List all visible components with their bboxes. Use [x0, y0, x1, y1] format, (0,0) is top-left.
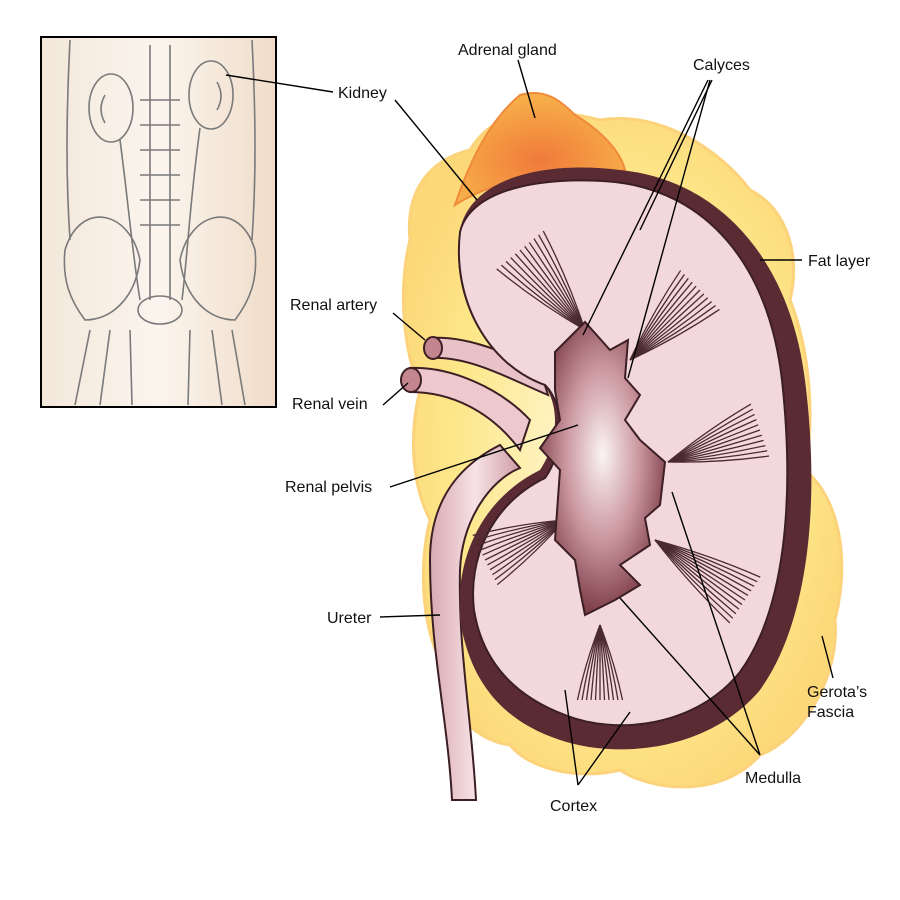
medulla-line: [629, 270, 682, 361]
ureter: [428, 443, 522, 801]
leader-calyces-1: [582, 79, 709, 336]
medulla-line: [514, 253, 586, 331]
label-kidney: Kidney: [338, 85, 387, 102]
renal-artery: [431, 336, 550, 397]
leader-adrenal: [517, 59, 536, 119]
medulla-line: [524, 245, 586, 331]
medulla-line: [629, 281, 693, 361]
leader-cortex-2: [577, 711, 631, 786]
medulla-line: [542, 230, 586, 331]
medulla-line: [667, 413, 755, 463]
medulla-line: [667, 419, 757, 463]
medulla-line: [654, 539, 746, 601]
medulla-line: [667, 429, 761, 463]
medulla-line: [510, 257, 586, 331]
medulla-line: [629, 305, 716, 361]
leader-kidney: [394, 99, 478, 201]
medulla-line: [500, 264, 586, 331]
medulla-line: [629, 308, 720, 361]
label-ureter: Ureter: [327, 610, 372, 627]
label-gerotas-fascia-1: Gerota’s: [807, 684, 867, 701]
labels: Adrenal gland Calyces Kidney Fat layer R…: [285, 42, 871, 815]
medulla-line: [654, 539, 740, 610]
leader-pelvis: [389, 424, 579, 488]
leader-calyces-2: [627, 79, 711, 379]
medulla-line: [629, 293, 705, 361]
medulla-line: [576, 624, 601, 701]
label-gerotas-fascia-2: Fascia: [807, 704, 854, 721]
label-calyces: Calyces: [693, 57, 750, 74]
medulla-line: [629, 297, 709, 361]
renal-vessels: [400, 336, 550, 453]
label-renal-pelvis: Renal pelvis: [285, 479, 372, 496]
medulla-line: [667, 434, 762, 463]
leader-ureter: [379, 614, 441, 618]
renal-vein: [409, 366, 532, 453]
body-sketch-inset: [40, 36, 277, 408]
label-adrenal-gland: Adrenal gland: [458, 42, 557, 59]
label-medulla: Medulla: [745, 770, 801, 787]
medulla-line: [667, 439, 764, 463]
medulla-line: [496, 268, 586, 331]
medulla-line: [505, 260, 586, 331]
medulla-line: [654, 539, 731, 624]
medulla-line: [528, 242, 586, 331]
medulla-line: [629, 289, 701, 361]
medulla-line: [654, 539, 758, 583]
label-cortex: Cortex: [550, 798, 597, 815]
medulla-line: [667, 450, 768, 463]
medulla-line: [654, 539, 737, 615]
medulla-line: [654, 539, 761, 578]
medulla-line: [667, 444, 766, 463]
leader-medulla-2: [619, 597, 761, 756]
medulla-line: [654, 539, 749, 596]
label-renal-artery: Renal artery: [290, 297, 377, 314]
leader-medulla-1: [671, 491, 761, 756]
leader-kidney-inset: [225, 74, 334, 93]
leader-calyces-3: [639, 79, 713, 231]
medulla-line: [519, 249, 586, 331]
medulla-line: [538, 234, 586, 331]
medulla-line: [629, 301, 713, 361]
renal-pelvis: [538, 320, 667, 617]
label-renal-vein: Renal vein: [292, 396, 368, 413]
medulla-line: [654, 539, 755, 587]
leader-vein: [382, 382, 409, 406]
leader-artery: [392, 312, 426, 341]
leader-cortex-1: [564, 689, 579, 786]
medulla-line: [533, 238, 586, 331]
medulla-line: [667, 403, 752, 463]
medulla-line: [654, 539, 752, 592]
leader-lines: [225, 59, 834, 786]
medulla-line: [667, 455, 770, 463]
medulla-line: [629, 285, 697, 361]
medulla-line: [667, 424, 759, 463]
leader-gerota: [821, 635, 834, 679]
medulla-line: [654, 539, 734, 619]
medulla-line: [667, 408, 754, 463]
label-fat-layer: Fat layer: [808, 253, 871, 270]
